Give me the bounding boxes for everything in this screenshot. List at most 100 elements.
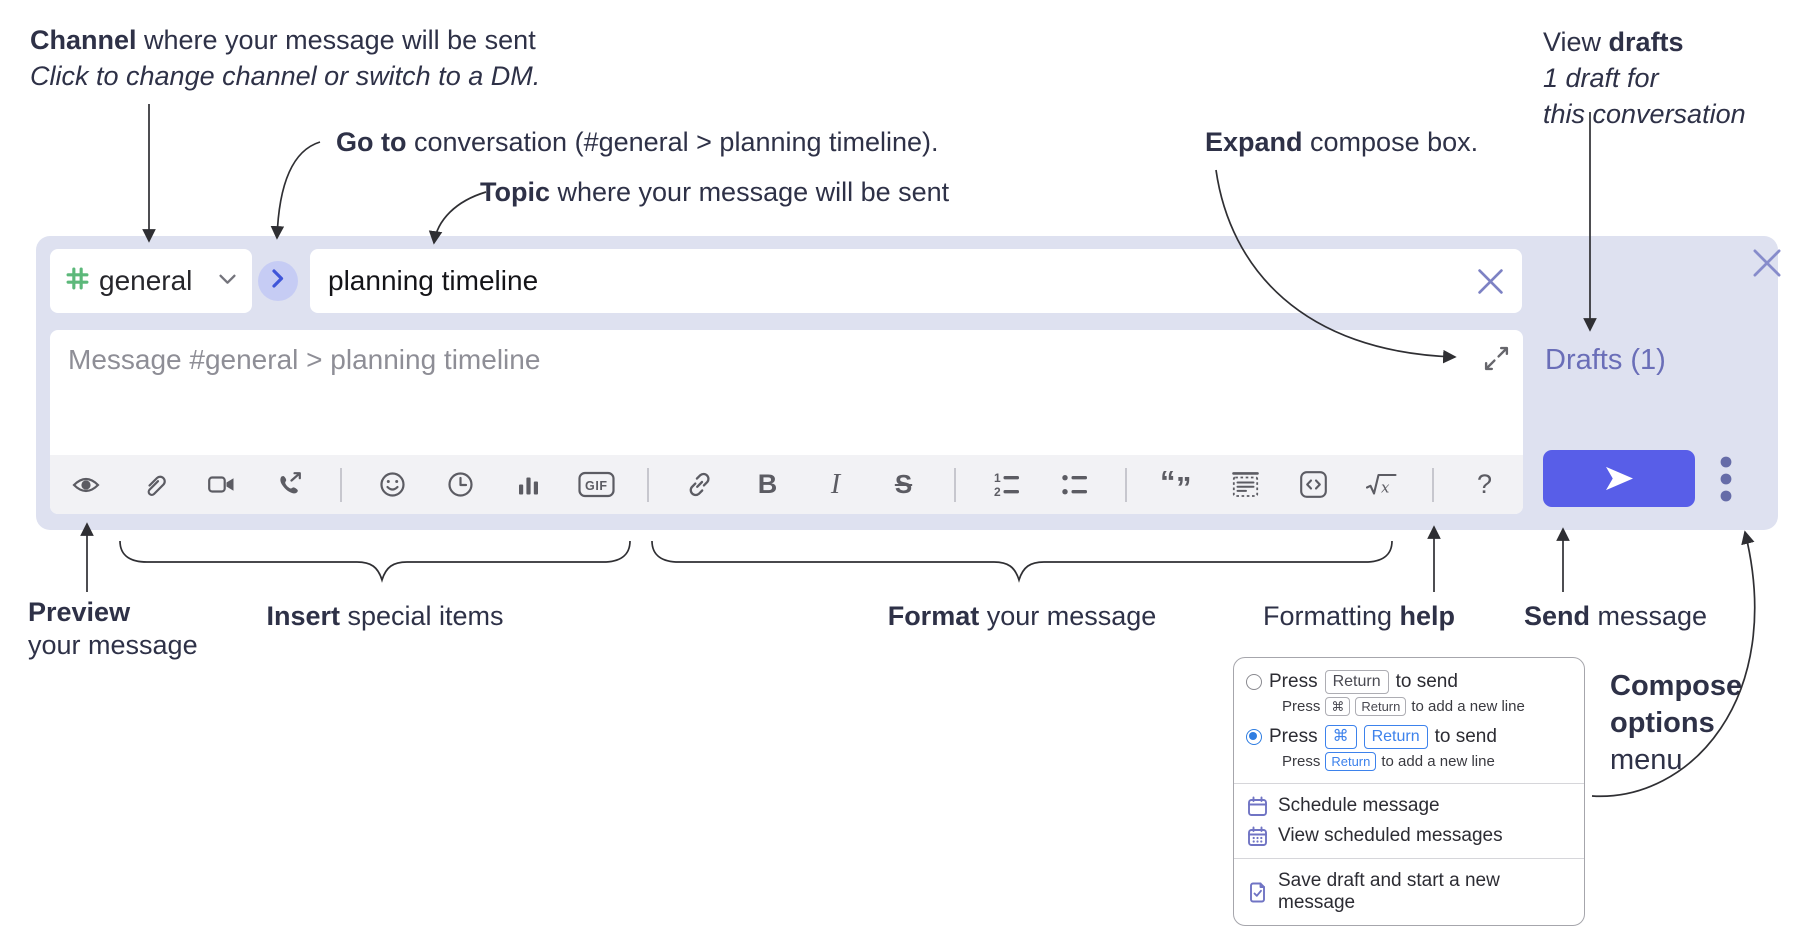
clock-icon (448, 472, 473, 497)
svg-text:“: “ (1161, 471, 1176, 499)
compose-toolbar: GIF B I S (50, 455, 1523, 514)
close-compose-button[interactable] (1750, 246, 1784, 280)
channel-hash-icon (66, 267, 89, 295)
question-mark-glyph: ? (1476, 469, 1493, 499)
video-camera-icon (208, 476, 234, 493)
radio-selected[interactable] (1246, 729, 1262, 745)
svg-text:1: 1 (994, 471, 1001, 485)
quote-icon: “ ” (1161, 471, 1192, 499)
format-brace (651, 540, 1393, 583)
message-formatting-help-button[interactable]: ? (1463, 464, 1506, 506)
add-poll-button[interactable] (507, 464, 550, 506)
schedule-message-item[interactable]: Schedule message (1234, 791, 1584, 821)
return-keycap: Return (1355, 697, 1407, 716)
preview-annotation: Preview your message (28, 597, 198, 660)
channel-name: general (99, 265, 193, 296)
send-button[interactable] (1543, 450, 1695, 507)
toolbar-divider (1432, 467, 1434, 502)
math-button[interactable]: x (1360, 464, 1403, 506)
chevron-down-icon (219, 272, 236, 290)
quote-button[interactable]: “ ” (1156, 464, 1199, 506)
italic-button[interactable]: I (814, 464, 857, 506)
topic-value: planning timeline (328, 265, 539, 296)
return-keycap: Return (1324, 670, 1389, 694)
menu-divider (1234, 783, 1584, 784)
strikethrough-glyph: S (894, 469, 913, 499)
compose-options-button[interactable] (1716, 454, 1736, 506)
eye-icon (71, 477, 100, 492)
save-draft-item[interactable]: Save draft and start a new message (1234, 866, 1584, 918)
topic-annotation: Topic where your message will be sent (480, 177, 950, 207)
smiley-icon (380, 472, 405, 497)
return-keycap: Return (1325, 752, 1377, 771)
svg-text:2: 2 (994, 485, 1001, 498)
bulleted-list-button[interactable] (1053, 464, 1096, 506)
send-option-enter[interactable]: Press Return to send Press ⌘ Return to a… (1234, 666, 1584, 721)
bar-chart-icon (519, 477, 538, 495)
vertical-ellipsis-icon (1720, 456, 1732, 502)
channel-selector[interactable]: general (50, 249, 252, 313)
calendar-dates-icon (1248, 826, 1267, 846)
code-icon (1300, 471, 1327, 498)
cmd-keycap: ⌘ (1324, 725, 1357, 749)
expand-compose-button[interactable] (1482, 344, 1510, 372)
topic-input[interactable]: planning timeline (310, 249, 1522, 313)
bold-glyph: B (757, 469, 778, 499)
bold-button[interactable]: B (746, 464, 789, 506)
math-latex-icon: x (1366, 473, 1397, 496)
view-scheduled-messages-item[interactable]: View scheduled messages (1234, 821, 1584, 851)
strikethrough-button[interactable]: S (882, 464, 925, 506)
spoiler-button[interactable] (1224, 464, 1267, 506)
link-icon (689, 472, 710, 497)
expand-icon (1484, 346, 1508, 370)
send-option-cmd-enter[interactable]: Press ⌘ Return to send Press Return to a… (1234, 721, 1584, 776)
expand-annotation: Expand compose box. (1205, 127, 1479, 157)
channel-annotation: Channel where your message will be sent … (30, 25, 541, 91)
formatting-help-annotation: Formatting help (1263, 601, 1456, 631)
save-draft-icon (1250, 882, 1265, 902)
drafts-link[interactable]: Drafts (1) (1545, 344, 1666, 376)
insert-brace (119, 540, 631, 583)
close-icon (1753, 249, 1781, 277)
chevron-right-icon (272, 269, 284, 293)
toolbar-divider (1125, 467, 1127, 502)
message-input[interactable]: Message #general > planning timeline (50, 330, 1523, 514)
message-placeholder: Message #general > planning timeline (68, 344, 541, 375)
link-button[interactable] (678, 464, 721, 506)
calendar-icon (1248, 796, 1267, 816)
format-annotation: Format your message (887, 601, 1157, 631)
preview-button[interactable] (64, 464, 107, 506)
phone-outgoing-icon (280, 472, 301, 494)
emoji-button[interactable] (371, 464, 414, 506)
add-gif-button[interactable]: GIF (575, 464, 618, 506)
cmd-keycap: ⌘ (1325, 697, 1351, 716)
toolbar-divider (340, 467, 342, 502)
toolbar-divider (647, 467, 649, 502)
toolbar-divider (954, 467, 956, 502)
view-drafts-annotation: View drafts 1 draft for this conversatio… (1543, 27, 1746, 129)
compose-options-annotation: Compose options menu (1610, 670, 1743, 776)
go-to-conversation-button[interactable] (258, 261, 298, 301)
attach-file-button[interactable] (132, 464, 175, 506)
bulleted-list-icon (1062, 475, 1087, 495)
voice-call-button[interactable] (268, 464, 311, 506)
goto-annotation: Go to conversation (#general > planning … (336, 127, 939, 157)
code-button[interactable] (1292, 464, 1335, 506)
svg-text:GIF: GIF (585, 479, 608, 493)
clear-topic-button[interactable] (1477, 268, 1504, 295)
gif-icon: GIF (578, 471, 615, 498)
video-call-button[interactable] (200, 464, 243, 506)
radio-unselected[interactable] (1246, 674, 1262, 690)
insert-annotation: Insert special items (266, 601, 504, 631)
numbered-list-icon: 1 2 (994, 471, 1019, 498)
close-icon (1478, 268, 1503, 294)
return-keycap: Return (1363, 725, 1428, 749)
paperclip-icon (147, 475, 166, 496)
svg-text:”: ” (1176, 471, 1192, 499)
svg-text:x: x (1381, 478, 1390, 496)
numbered-list-button[interactable]: 1 2 (985, 464, 1028, 506)
add-global-time-button[interactable] (439, 464, 482, 506)
menu-divider (1234, 858, 1584, 859)
italic-glyph: I (830, 468, 841, 500)
goto-arrow (270, 141, 321, 240)
